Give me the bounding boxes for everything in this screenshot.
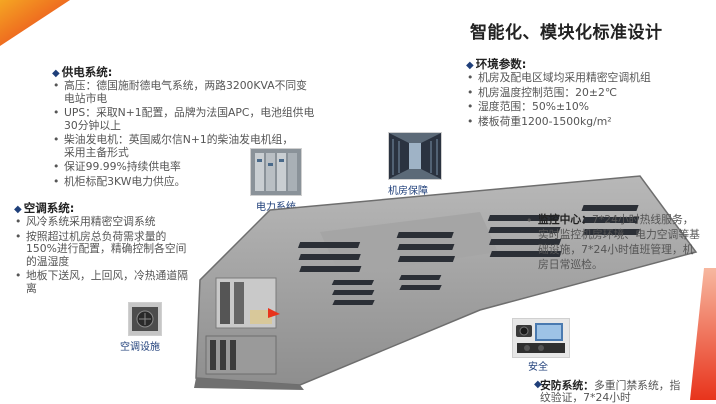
list-item: 楼板荷重1200-1500kg/m² [466, 115, 706, 129]
list-item: 高压：德国施耐德电气系统，两路3200KVA不同变电站市电 [52, 79, 316, 105]
power-list: 高压：德国施耐德电气系统，两路3200KVA不同变电站市电 UPS：采取N+1配… [52, 79, 316, 190]
list-item: 地板下送风，上回风，冷热通道隔离 [14, 269, 192, 295]
list-item: 湿度范围：50%±10% [466, 100, 706, 114]
diamond-bullet-icon: ◆ [14, 204, 22, 215]
security-label: 安防系统： [540, 379, 594, 392]
right-edge-decoration [690, 268, 716, 400]
list-item: 风冷系统采用精密空调系统 [14, 215, 192, 229]
security-system-block: 安防系统：多重门禁系统，指纹验证，7*24小时 [540, 380, 690, 404]
list-item: 保证99.99%持续供电率 [52, 160, 316, 174]
diamond-bullet-icon: ◆ [52, 68, 60, 79]
page-title: 智能化、模块化标准设计 [470, 23, 663, 43]
environment-heading: ◆环境参数: [466, 57, 527, 71]
cooling-heading: ◆空调系统: [14, 201, 75, 215]
power-photo-caption: 电力系统 [256, 202, 296, 213]
list-item: 机房温度控制范围：20±2℃ [466, 86, 706, 100]
power-heading: ◆供电系统: [52, 65, 113, 79]
security-bullet: ◆ [534, 379, 544, 390]
environment-list: 机房及配电区域均采用精密空调机组 机房温度控制范围：20±2℃ 湿度范围：50%… [466, 71, 706, 130]
security-photo [512, 318, 570, 358]
corner-decoration [0, 0, 70, 46]
bullet-icon: • [526, 214, 533, 227]
air-conditioning-photo [128, 302, 162, 336]
power-system-photo [250, 148, 302, 196]
list-item: 按照超过机房总负荷需求量的150%进行配置，精确控制各空间的温湿度 [14, 230, 192, 269]
monitor-label: 监控中心： [538, 213, 592, 226]
ac-photo-caption: 空调设施 [120, 342, 160, 353]
monitor-text: 7*24小时热线服务，实时监控机房环境、电力空调等基础设施，7*24小时值班管理… [538, 213, 700, 271]
diamond-bullet-icon: ◆ [466, 60, 474, 71]
list-item: 机柜标配3KW电力供应。 [52, 175, 316, 189]
machine-room-photo [388, 132, 442, 180]
list-item: UPS：采取N+1配置，品牌为法国APC，电池组供电30分钟以上 [52, 106, 316, 132]
datacenter-floor-plan-illustration [194, 175, 698, 390]
list-item: 机房及配电区域均采用精密空调机组 [466, 71, 706, 85]
cooling-list: 风冷系统采用精密空调系统 按照超过机房总负荷需求量的150%进行配置，精确控制各… [14, 215, 192, 297]
room-photo-caption: 机房保障 [388, 186, 428, 197]
security-photo-caption: 安全 [528, 362, 548, 373]
monitoring-center-block: • 监控中心：7*24小时热线服务，实时监控机房环境、电力空调等基础设施，7*2… [526, 212, 702, 272]
list-item: 柴油发电机：英国威尔信N+1的柴油发电机组，采用主备形式 [52, 133, 299, 159]
diamond-bullet-icon: ◆ [534, 379, 542, 390]
